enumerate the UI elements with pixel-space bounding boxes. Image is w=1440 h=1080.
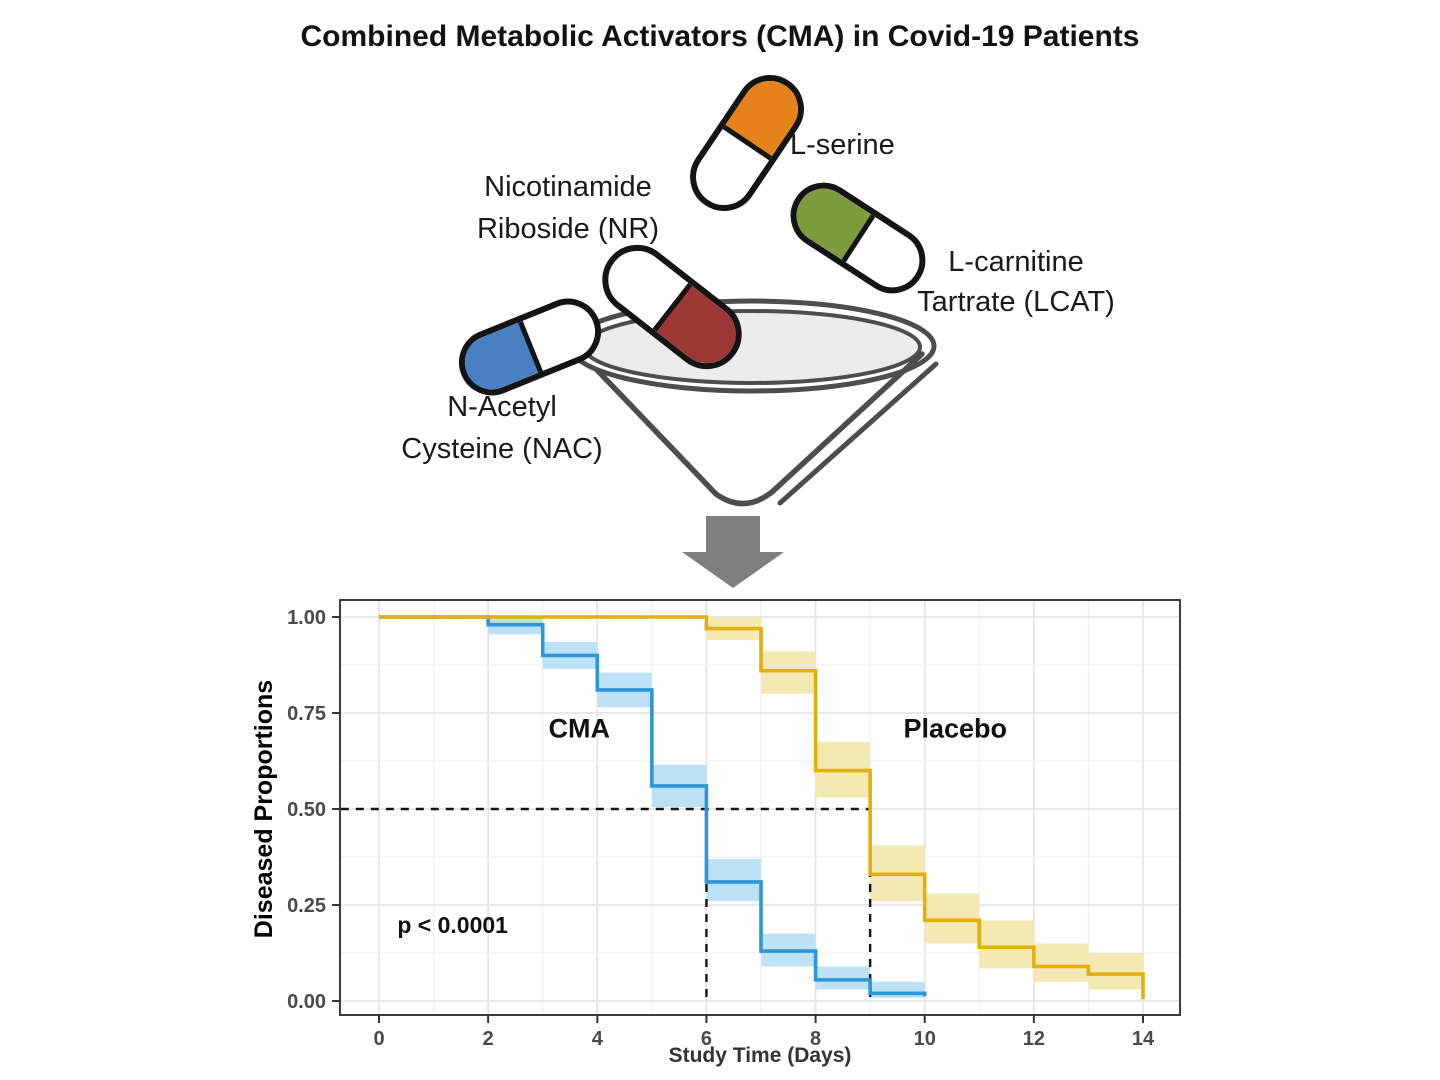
label-nac-line2: Cysteine (NAC) [401, 433, 603, 465]
cma-curve [379, 615, 927, 997]
figure-title: Combined Metabolic Activators (CMA) in C… [300, 20, 1140, 53]
x-tick-label: 6 [701, 1028, 712, 1050]
funnel-cone-outline-double [777, 361, 939, 506]
x-axis-title: Study Time (Days) [669, 1044, 852, 1067]
y-tick-label: 0.25 [287, 895, 326, 917]
y-axis-title: Diseased Proportions [250, 680, 278, 938]
label-nr-line2: Riboside (NR) [476, 213, 660, 245]
y-tick-label: 0.00 [287, 991, 326, 1013]
placebo-curve [379, 615, 1145, 1000]
label-nac-line1: N-Acetyl [447, 391, 557, 423]
y-tick-label: 0.75 [287, 703, 326, 725]
down-arrow-icon [682, 516, 784, 588]
label-nr-line1: Nicotinamide [484, 171, 652, 203]
y-tick-label: 1.00 [287, 607, 326, 629]
x-tick-label: 2 [483, 1028, 494, 1050]
label-l-serine: L-serine [790, 129, 895, 161]
funnel-cone-outline [594, 351, 925, 507]
x-tick-label: 12 [1023, 1028, 1045, 1050]
x-tick-label: 8 [810, 1028, 821, 1050]
plot-panel-border [339, 599, 1181, 1016]
label-nr: Nicotinamide Riboside (NR) [418, 166, 718, 250]
label-lcat-line1: L-carnitine [948, 246, 1084, 278]
placebo-series-label: Placebo [903, 713, 1007, 743]
label-lcat: L-carnitine Tartrate (LCAT) [866, 242, 1166, 322]
label-lcat-line2: Tartrate (LCAT) [917, 286, 1115, 318]
x-tick-label: 10 [914, 1028, 936, 1050]
label-nac: N-Acetyl Cysteine (NAC) [352, 386, 652, 470]
cma-series-label: CMA [549, 713, 611, 743]
y-tick-label: 0.50 [287, 799, 326, 821]
x-tick-label: 0 [373, 1028, 384, 1050]
p-value-label: p < 0.0001 [397, 912, 508, 938]
x-tick-label: 4 [592, 1028, 604, 1050]
x-tick-label: 14 [1132, 1028, 1155, 1050]
down-arrow-shape [682, 516, 784, 588]
